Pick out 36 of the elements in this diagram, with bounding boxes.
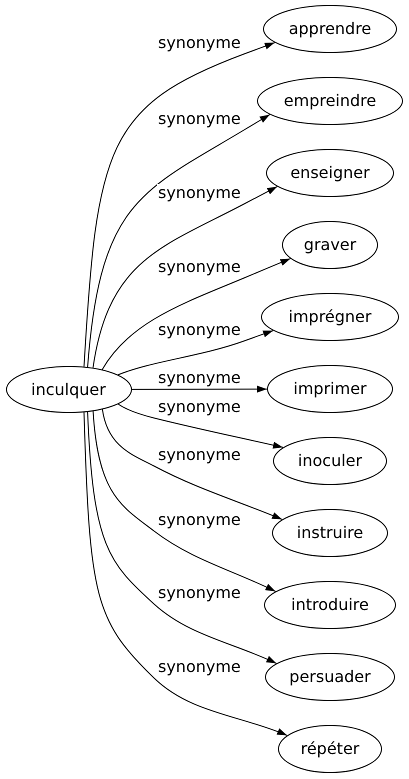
word-ellipse (278, 725, 382, 773)
arrow (84, 412, 288, 736)
word-ellipse (264, 581, 396, 629)
edge-label: synonyme (157, 184, 242, 202)
node-label: imprimer (293, 380, 367, 398)
node-label: empreindre (284, 92, 376, 110)
arrow (92, 410, 276, 592)
arrow (87, 411, 277, 664)
arrow (87, 114, 270, 368)
word-ellipse (266, 149, 394, 197)
arrow (118, 404, 284, 449)
arrow (102, 408, 283, 520)
word-ellipse (6, 366, 132, 413)
word-ellipse (267, 365, 393, 413)
node-label: apprendre (288, 20, 372, 38)
node-label: enseigner (290, 164, 370, 182)
node-label: persuader (289, 668, 371, 686)
word-ellipse (282, 221, 378, 269)
arrow (84, 42, 276, 368)
word-ellipse (263, 5, 397, 53)
node-label: inculquer (31, 380, 106, 398)
node-label: instruire (296, 524, 364, 542)
word-ellipse (273, 437, 387, 485)
arrow (117, 330, 274, 376)
arrow (92, 186, 278, 368)
word-ellipse (261, 293, 399, 341)
node-label: graver (304, 236, 356, 254)
word-ellipse (265, 653, 395, 701)
node-label: inoculer (298, 452, 362, 470)
node-label: répéter (300, 740, 360, 758)
node-label: imprégner (288, 308, 372, 326)
word-ellipse (272, 509, 388, 557)
arrow (131, 386, 268, 393)
node-label: introduire (291, 596, 369, 614)
arrow (102, 258, 291, 370)
word-ellipse (257, 77, 403, 125)
